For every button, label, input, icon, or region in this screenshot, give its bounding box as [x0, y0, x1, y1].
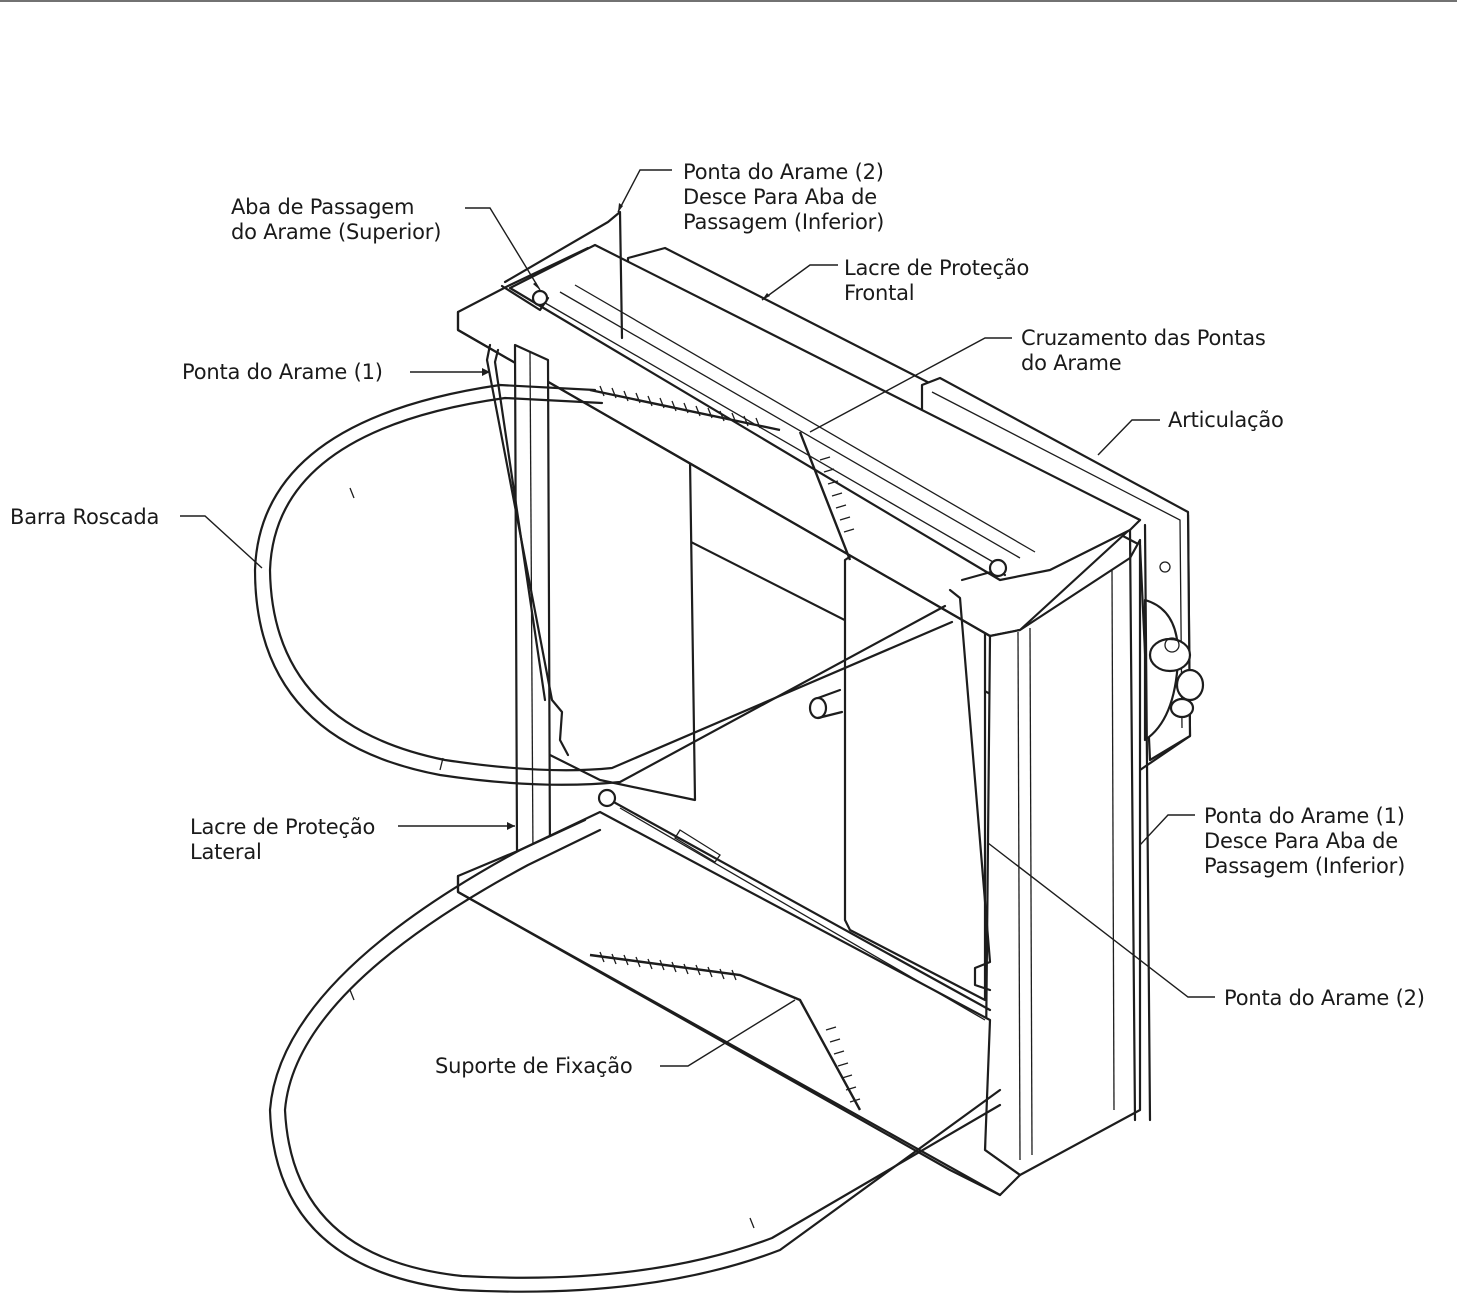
label-line: Lateral: [190, 840, 262, 864]
wire-end-1: [485, 343, 570, 757]
label-line: Ponta do Arame (1): [182, 360, 383, 384]
articulation-hole: [1159, 561, 1171, 573]
label-articulacao: Articulação: [1168, 408, 1284, 433]
label-line: Passagem (Inferior): [683, 210, 885, 234]
upper-threaded-bar: [253, 383, 947, 786]
label-ponta-arame-1-desce: Ponta do Arame (1) Desce Para Aba de Pas…: [1204, 804, 1405, 879]
lower-tab-hole: [597, 788, 617, 808]
label-ponta-arame-2: Ponta do Arame (2): [1224, 986, 1425, 1011]
label-line: Ponta do Arame (2): [1224, 986, 1425, 1010]
label-suporte-fixacao: Suporte de Fixação: [435, 1054, 633, 1079]
hinge-boss: [1148, 637, 1192, 673]
lower-spring: [589, 953, 862, 1111]
label-line: do Arame: [1021, 351, 1122, 375]
label-aba-passagem-superior: Aba de Passagem do Arame (Superior): [231, 195, 441, 245]
label-lacre-protecao-lateral: Lacre de Proteção Lateral: [190, 815, 375, 865]
wire-end-2: [948, 588, 992, 992]
label-line: Suporte de Fixação: [435, 1054, 633, 1078]
label-cruzamento-pontas: Cruzamento das Pontas do Arame: [1021, 326, 1266, 376]
label-line: Lacre de Proteção: [190, 815, 376, 839]
upper-spring: [589, 388, 852, 561]
label-line: Passagem (Inferior): [1204, 854, 1406, 878]
hinge-pin: [1175, 668, 1205, 702]
label-line: Ponta do Arame (2): [683, 160, 884, 184]
label-line: Cruzamento das Pontas: [1021, 326, 1266, 350]
wire-end-2-upper: [503, 210, 624, 340]
label-line: Desce Para Aba de: [683, 185, 878, 209]
tube-stub: [808, 696, 828, 720]
label-line: Lacre de Proteção: [844, 256, 1030, 280]
label-ponta-arame-2-desce: Ponta do Arame (2) Desce Para Aba de Pas…: [683, 160, 884, 235]
upper-pass-tab-hole: [531, 289, 549, 307]
hinge-nut: [1169, 697, 1195, 719]
label-line: do Arame (Superior): [231, 220, 442, 244]
hinge-screw: [1164, 637, 1180, 653]
label-ponta-arame-1: Ponta do Arame (1): [182, 360, 383, 385]
front-channel: [983, 538, 1142, 1177]
label-line: Aba de Passagem: [231, 195, 415, 219]
label-line: Frontal: [844, 281, 915, 305]
lower-threaded-bar: [268, 818, 1002, 1293]
label-barra-roscada: Barra Roscada: [10, 505, 159, 530]
leader-lines: [180, 169, 1215, 1067]
mid-tab-hole: [988, 558, 1008, 578]
label-line: Articulação: [1168, 408, 1284, 432]
label-line: Desce Para Aba de: [1204, 829, 1399, 853]
label-line: Barra Roscada: [10, 505, 160, 529]
label-line: Ponta do Arame (1): [1204, 804, 1405, 828]
label-lacre-protecao-frontal: Lacre de Proteção Frontal: [844, 256, 1029, 306]
leader-arrows: [482, 203, 770, 830]
top-shelf-edge: [456, 310, 992, 638]
